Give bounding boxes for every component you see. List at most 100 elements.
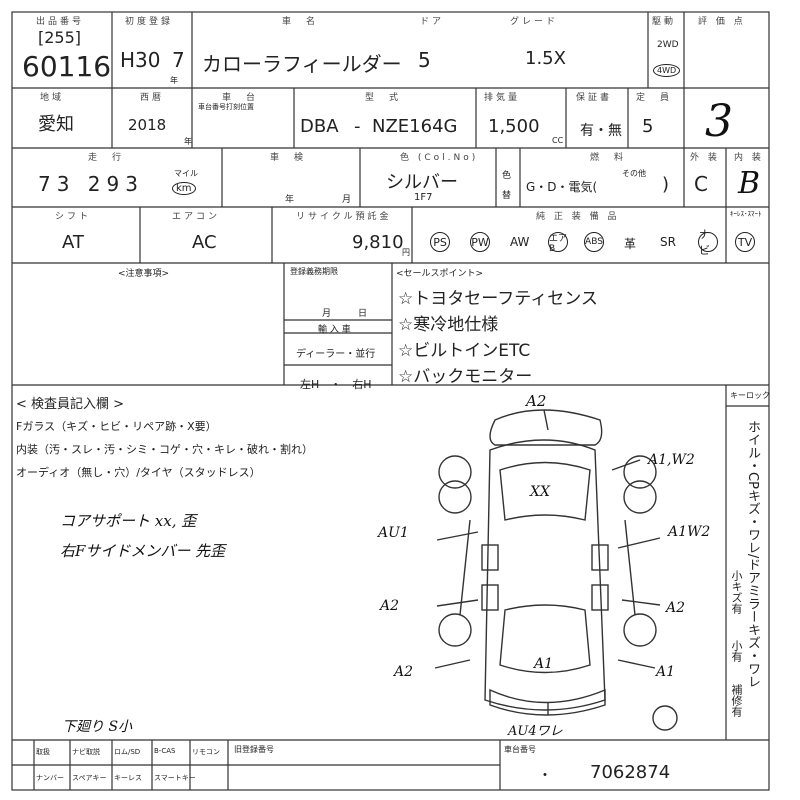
fuel-options: G・D・電気(	[526, 180, 598, 194]
lot-number: 60116	[22, 50, 112, 83]
color-label: 色 (Col.No)	[400, 153, 479, 163]
footer-col-label-2: ナンバー	[36, 774, 64, 782]
doors: 5	[418, 48, 431, 72]
footer-col-label-2: キーレス	[114, 774, 142, 782]
chassis-number-dot: ・	[538, 768, 552, 784]
damage-right-rear: A1	[656, 664, 676, 680]
score-label: 評 価 点	[698, 17, 746, 27]
region: 愛知	[38, 114, 74, 135]
drive-label: 駆動	[652, 17, 677, 27]
damage-trunk: A1	[534, 656, 554, 672]
sales-point: ☆バックモニター	[398, 367, 533, 387]
car-name-label: 車 名	[282, 17, 319, 27]
grade: 1.5X	[525, 48, 566, 69]
chassis-number-label: 車台番号	[504, 745, 536, 754]
grade-label: グレード	[510, 17, 559, 27]
footer-col-label: ロム/SD	[114, 748, 141, 756]
handwritten-note-3: 下廻り S小	[62, 719, 133, 735]
side-note: ホイル・CPキズ・ワレ/ドアミラーキズ・ワレ	[745, 420, 760, 689]
equipment-item: PS	[430, 232, 450, 252]
model-label: 型 式	[365, 93, 402, 103]
shift: AT	[62, 232, 84, 253]
fuel-label: 燃 料	[590, 153, 627, 163]
equipment-item: エアB	[548, 232, 568, 254]
ac: AC	[192, 232, 217, 253]
km-unit: km	[172, 182, 196, 195]
dealer: ディーラー・並行	[296, 349, 376, 360]
seats: 5	[642, 116, 654, 137]
handle: 左H ・ 右H	[300, 378, 372, 391]
footer-col-label: リモコン	[192, 748, 220, 756]
seats-label: 定 員	[636, 93, 673, 103]
lot-label: 出品番号	[36, 17, 85, 27]
footer-col-label: B-CAS	[154, 747, 176, 755]
insp-month: 月	[342, 195, 352, 205]
equipment-item: SR	[660, 235, 676, 249]
caution-label: <注意事項>	[118, 269, 170, 279]
first-reg-label: 初度登録	[125, 17, 174, 27]
equipment-item: ナビ	[698, 228, 718, 257]
nengou-label: 年	[170, 76, 178, 85]
damage-right-front: A1,W2	[648, 452, 695, 468]
footer-col-label-2: スペアキー	[72, 774, 107, 782]
key-lock-label: キーロック	[730, 391, 770, 400]
chassis-number: 7062874	[590, 762, 671, 783]
drive-4wd: 4WD	[653, 64, 681, 77]
footer-col-label: 取扱	[36, 748, 50, 756]
inspection-line-1: Fガラス（キズ・ヒビ・リペア跡・X要）	[16, 420, 217, 433]
door-label: ドア	[420, 17, 445, 27]
registration-label: 登録義務期限	[290, 267, 338, 276]
equipment-item: PW	[470, 232, 490, 252]
chassis-note: 車台番号打刻位置	[198, 103, 254, 111]
reg-era-year: H30	[120, 48, 161, 72]
chassis-label: 車 台	[222, 93, 259, 103]
equipment-label: 純 正 装 備 品	[536, 212, 620, 222]
keyless-label: ｷｰﾚｽ･ｽﾏｰﾄ	[730, 210, 762, 218]
displacement: 1,500	[488, 116, 540, 137]
inspection-line-2: 内装（汚・スレ・汚・シミ・コゲ・穴・キレ・破れ・割れ）	[16, 443, 313, 456]
damage-left-front: AU1	[378, 525, 409, 541]
reg-month: 7	[172, 48, 185, 72]
exterior-grade: C	[694, 172, 708, 196]
model-year: 2018	[128, 116, 167, 134]
equipment-item: 革	[624, 237, 637, 251]
inspection-label: 車 検	[270, 153, 307, 163]
nen-text: 年	[184, 137, 192, 146]
sales-point: ☆寒冷地仕様	[398, 315, 499, 335]
displacement-label: 排気量	[484, 93, 521, 103]
yen-unit: 円	[402, 248, 410, 257]
mileage-label: 走 行	[88, 153, 125, 163]
model-year-label: 西暦	[140, 93, 165, 103]
warranty: 有・無	[580, 123, 622, 139]
recycle-fee: 9,810	[352, 232, 404, 253]
inspection-line-3: オーディオ（無し・穴）/タイヤ（スタッドレス）	[16, 466, 261, 479]
sales-point: ☆ビルトインETC	[398, 341, 531, 361]
model-dash: -	[354, 116, 361, 137]
damage-left-rear: A2	[394, 664, 414, 680]
import-label: 輸 入 車	[318, 325, 351, 335]
damage-hood: XX	[530, 484, 550, 500]
recycle-label: リサイクル預託金	[296, 212, 392, 222]
sales-point: ☆トヨタセーフティセンス	[398, 289, 598, 309]
region-label: 地域	[40, 93, 65, 103]
interior-label: 内 装	[734, 153, 764, 163]
damage-top: A2	[526, 392, 547, 410]
equipment-item: AW	[510, 235, 530, 249]
month-day: 月 日	[322, 309, 368, 319]
footer-col-label-2: スマートキー	[154, 774, 196, 782]
footer-col-label: ナビ取説	[72, 748, 100, 756]
color-change-2: 替	[502, 191, 512, 201]
exterior-label: 外 装	[690, 153, 720, 163]
fuel-other: その他	[622, 169, 646, 178]
handwritten-note-1: コアサポート xx, 歪	[60, 512, 197, 530]
model-code: NZE164G	[372, 116, 458, 137]
equipment-item: TV	[735, 232, 755, 252]
car-name: カローラフィールダー	[202, 52, 402, 76]
ac-label: エアコン	[172, 212, 221, 222]
side-note-2: 小キズ有	[730, 570, 743, 614]
mileage: 73 293	[38, 172, 144, 196]
handwritten-note-2: 右Fサイドメンバー 先歪	[60, 542, 226, 560]
damage-right-fender: A1W2	[668, 524, 711, 540]
model-prefix: DBA	[300, 116, 339, 137]
